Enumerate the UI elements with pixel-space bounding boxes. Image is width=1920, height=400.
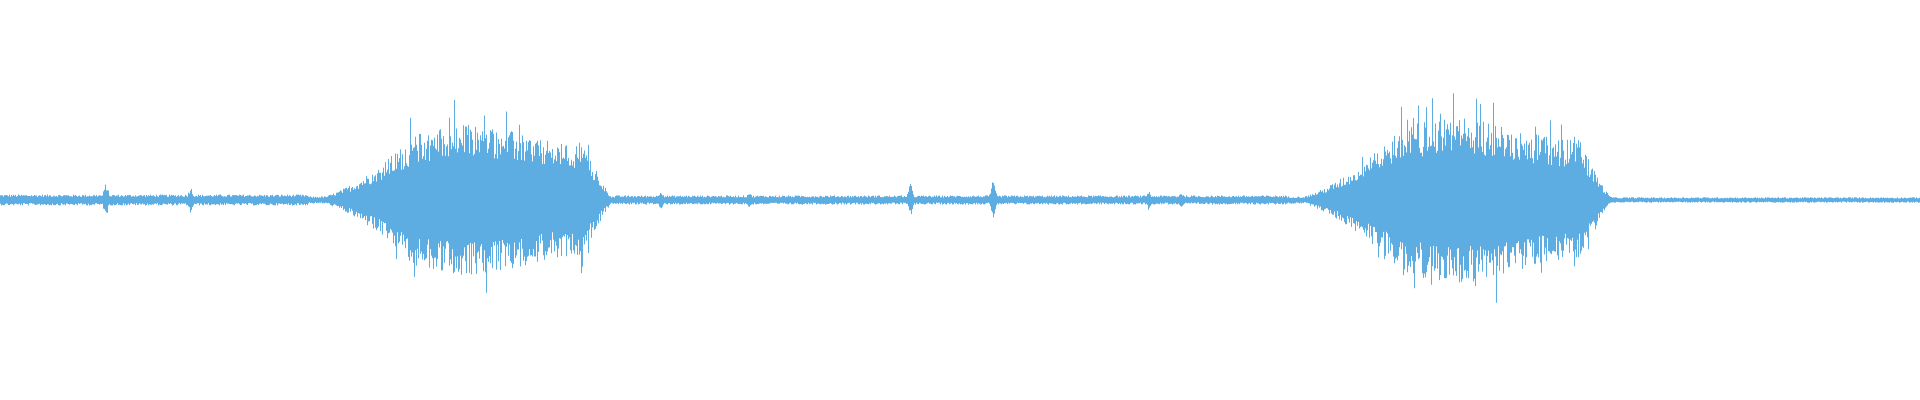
waveform-trace xyxy=(0,93,1920,303)
